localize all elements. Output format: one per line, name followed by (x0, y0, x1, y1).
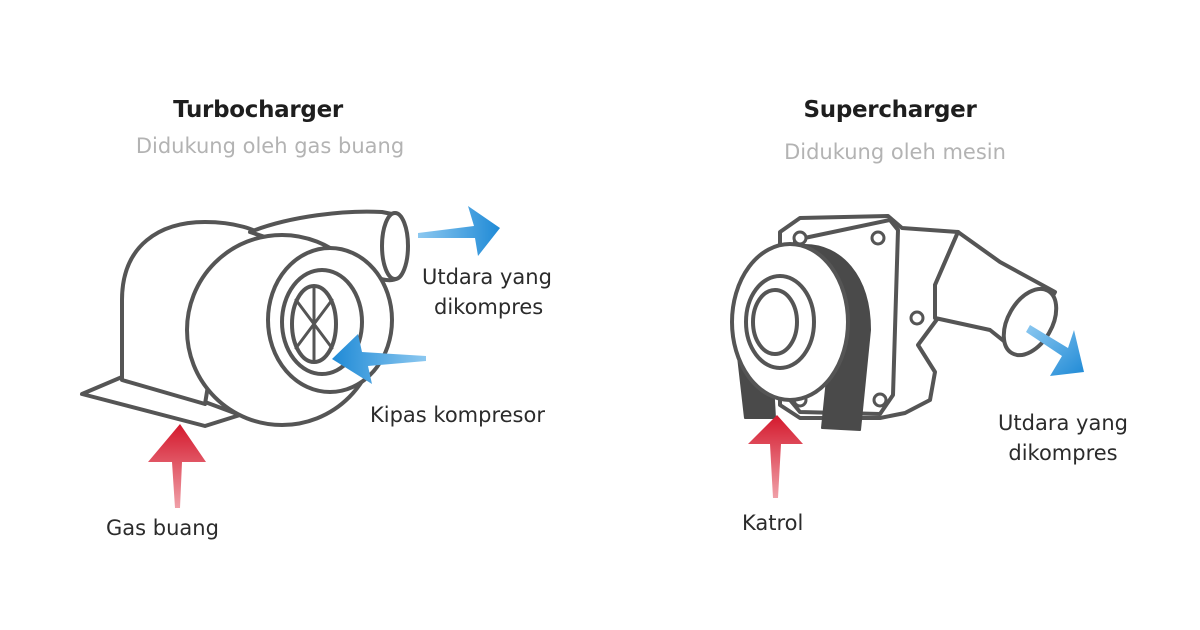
super-pulley-arrow (748, 415, 803, 498)
super-bolt (870, 230, 886, 246)
super-bolt (792, 230, 808, 246)
turbo-fan-arrow (332, 334, 426, 384)
turbo-flange (80, 375, 242, 428)
turbo-outlet-opening (380, 211, 410, 281)
turbo-exhaust-arrow (148, 424, 206, 508)
turbo-subtitle: Didukung oleh gas buang (135, 134, 405, 158)
turbo-fan-blades (294, 284, 334, 364)
super-title: Supercharger (803, 97, 977, 123)
turbo-title: Turbocharger (173, 97, 343, 123)
super-pulley-label: Katrol (742, 511, 804, 535)
turbo-compressed-air-label: Utdara yang dikompres (422, 265, 552, 319)
turbo-exhaust-gas-label: Gas buang (106, 516, 219, 540)
super-compressed-air-arrow (1026, 325, 1084, 376)
super-pulley-hub (751, 288, 799, 356)
super-subtitle: Didukung oleh mesin (784, 140, 1006, 164)
super-bolt (872, 392, 888, 408)
turbocharger-drawing (80, 209, 410, 428)
supercharger-drawing (730, 214, 1059, 431)
super-compressed-air-label: Utdara yang dikompres (998, 411, 1128, 465)
turbo-compressed-air-arrow (418, 206, 500, 256)
turbo-compressor-fan-label: Kipas kompresor (370, 403, 545, 427)
super-bolt (909, 310, 925, 326)
